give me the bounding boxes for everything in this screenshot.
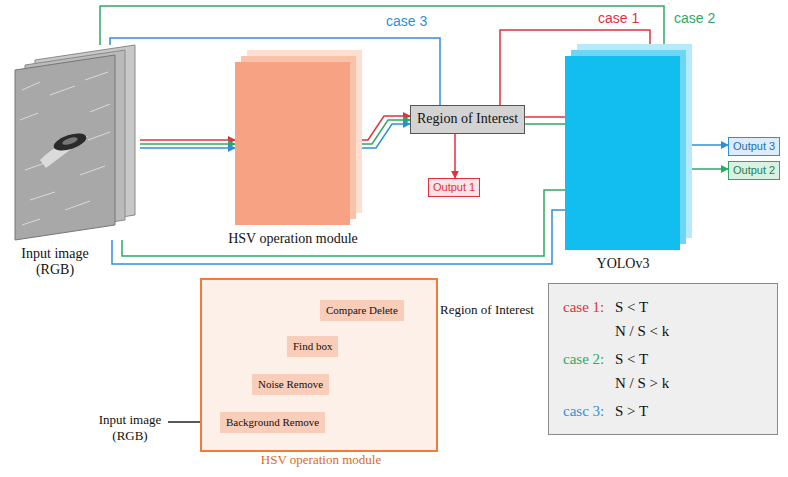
node-text: N / S > k: [615, 374, 669, 392]
input-image-node: Input image (RGB): [15, 45, 140, 240]
hsv-module-detail: HSV operation moduleBackground RemoveNoi…: [200, 278, 438, 452]
connector: [140, 143, 235, 145]
node-text: Output 2: [733, 164, 775, 177]
image-layer: [15, 55, 115, 240]
connector: [100, 6, 664, 56]
roi-box: Region of Interest: [410, 105, 525, 134]
step-box: Find box: [287, 336, 338, 357]
step-box: Noise Remove: [252, 374, 329, 395]
case-label: case 2: [672, 11, 717, 25]
connector: [525, 123, 565, 125]
node-text: N / S < k: [615, 322, 669, 340]
node-text: HSV operation module: [221, 453, 421, 468]
connector: [680, 168, 728, 170]
connector: [350, 124, 410, 148]
node-text: Output 1: [433, 181, 475, 194]
node-text: Region of Interest: [417, 111, 518, 128]
step-box: Background Remove: [220, 412, 325, 433]
node-text: S < T: [615, 350, 648, 368]
connector: [454, 134, 456, 178]
case-label: case 3: [384, 14, 429, 28]
input-image-stack: [15, 45, 135, 240]
case-label: case 1: [596, 11, 641, 25]
boat-shape: [52, 130, 89, 154]
connector: [680, 144, 728, 146]
node-text: S < T: [615, 298, 648, 316]
free-label: Input image (RGB): [88, 412, 172, 443]
output-box: Output 3: [728, 137, 780, 156]
node-text: Compare Delete: [326, 304, 398, 317]
node-text: Find box: [293, 340, 332, 353]
step-box: Compare Delete: [320, 300, 404, 321]
node-text: Input image (RGB): [9, 246, 101, 278]
yolo-block: YOLOv3: [565, 56, 680, 250]
node-text: HSV operation module: [213, 231, 373, 247]
free-label: Region of Interest: [440, 302, 534, 318]
case-table: case 1: S < T N / S < k case 2: S < T N / S >…: [548, 283, 778, 435]
node-text: case 1:: [563, 298, 604, 316]
node-text: YOLOv3: [573, 256, 673, 272]
node-text: case 2:: [563, 350, 604, 368]
node-text: casc 3:: [563, 402, 604, 420]
connector: [140, 139, 235, 141]
hsv-module-block: HSV operation module: [235, 62, 350, 225]
node-text: Output 3: [733, 140, 775, 153]
water-streaks: [20, 72, 110, 225]
node-text: Noise Remove: [258, 378, 323, 391]
output-box: Output 1: [428, 178, 480, 197]
node-text: Background Remove: [226, 416, 319, 429]
boat-deck: [61, 136, 78, 147]
node-text: S > T: [615, 402, 648, 420]
connector: [525, 116, 565, 118]
output-box: Output 2: [728, 161, 780, 180]
connector: [140, 147, 235, 149]
